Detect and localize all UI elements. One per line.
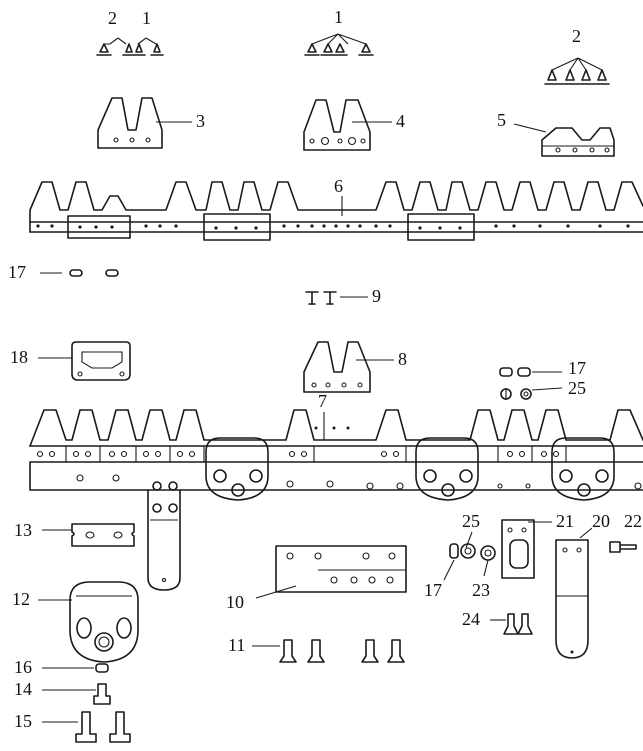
bolt-14: [42, 683, 111, 705]
label-9: 9: [372, 286, 381, 306]
clip-13: [42, 523, 135, 547]
label-7: 7: [318, 391, 327, 411]
cutter-bar-upper: [29, 181, 643, 241]
label-10: 10: [226, 592, 244, 612]
section-5: [513, 123, 615, 157]
section-3: [97, 97, 192, 149]
plate-10: [255, 545, 407, 599]
label-15: 15: [14, 711, 32, 731]
label-24: 24: [462, 609, 480, 629]
label-25-bottom: 25: [462, 511, 480, 531]
label-13: 13: [14, 520, 32, 540]
label-21: 21: [556, 511, 574, 531]
label-16: 16: [14, 657, 32, 677]
label-5: 5: [497, 110, 506, 130]
label-23: 23: [472, 580, 490, 600]
bolt-pair-15: [42, 711, 131, 743]
label-6: 6: [334, 176, 343, 196]
rivet-group-right: [544, 57, 610, 85]
bushing-pair-17-left: [40, 269, 119, 277]
label-25-right: 25: [568, 378, 586, 398]
section-4: [303, 99, 392, 151]
label-17-right: 17: [568, 358, 586, 378]
bolt-22: [609, 541, 637, 553]
hardware-17-23-25: [443, 531, 496, 581]
cutter-bar-lower: [29, 409, 643, 591]
label-22: 22: [624, 511, 642, 531]
bracket-21: [501, 519, 552, 579]
rivet-pair-9: [305, 291, 368, 305]
label-17-bottom: 17: [424, 580, 442, 600]
label-3: 3: [196, 111, 205, 131]
rivets-11: [252, 639, 405, 663]
label-4: 4: [396, 111, 405, 131]
rivet-group-left: [96, 37, 164, 56]
label-11: 11: [228, 635, 245, 655]
section-8: [303, 341, 394, 393]
label-1-left: 1: [142, 8, 151, 28]
bushings-17-25-right: [499, 367, 563, 400]
arm-20: [555, 527, 593, 659]
label-2-left: 2: [108, 8, 117, 28]
label-12: 12: [12, 589, 30, 609]
label-2-right: 2: [572, 26, 581, 46]
label-1-center: 1: [334, 7, 343, 27]
label-20: 20: [592, 511, 610, 531]
label-8: 8: [398, 349, 407, 369]
label-18: 18: [10, 347, 28, 367]
guard-12: [38, 581, 139, 663]
label-14: 14: [14, 679, 32, 699]
bushing-16: [42, 663, 109, 673]
guard-18: [38, 341, 131, 381]
rivet-group-center: [304, 33, 374, 56]
bolt-pair-24: [490, 613, 533, 635]
label-17-left: 17: [8, 262, 26, 282]
